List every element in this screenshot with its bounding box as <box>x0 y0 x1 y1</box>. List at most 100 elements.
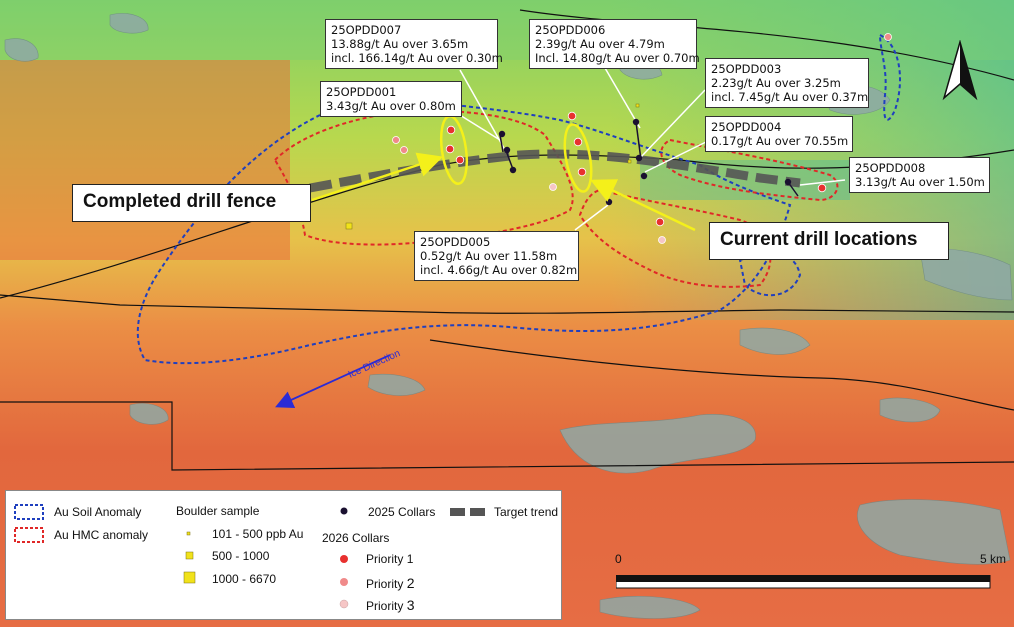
boundary-line <box>0 294 1014 314</box>
scale-bar-start: 0 <box>615 552 622 566</box>
boulder-medium-swatch <box>185 551 194 560</box>
boulder-large-swatch <box>183 571 196 584</box>
callout-hole-id: 25OPDD003 <box>711 62 782 76</box>
callout-hole-id: 25OPDD001 <box>326 85 397 99</box>
callout-result: Incl. 14.80g/t Au over 0.70m <box>535 51 700 65</box>
leader-line <box>454 111 501 141</box>
collar-2026-priority-1 <box>655 217 665 227</box>
collar-2026-priority-1 <box>577 167 587 177</box>
callout-result: 2.23g/t Au over 3.25m <box>711 76 841 90</box>
legend-soil-anomaly: Au Soil Anomaly <box>54 505 142 519</box>
lake <box>559 414 756 474</box>
priority-prefix: Priority <box>366 599 404 613</box>
boulder-sample-medium <box>345 222 353 230</box>
au-hmc-anomaly-outline-east <box>578 188 772 288</box>
boulder-small-swatch <box>186 531 191 536</box>
callout-25opdd003: 25OPDD003 2.23g/t Au over 3.25m incl. 7.… <box>705 58 869 108</box>
lake <box>129 403 169 425</box>
priority-3-swatch <box>339 599 349 609</box>
target-trend-line <box>309 149 801 193</box>
callout-hole-id: 25OPDD005 <box>420 235 491 249</box>
priority-prefix: Priority <box>366 552 404 566</box>
leader-line <box>644 139 711 173</box>
callout-25opdd004: 25OPDD004 0.17g/t Au over 70.55m <box>705 116 853 152</box>
target-trend-swatch <box>450 508 490 516</box>
current-drill-ellipse <box>563 123 593 193</box>
callout-25opdd007: 25OPDD007 13.88g/t Au over 3.65m incl. 1… <box>325 19 503 69</box>
lake <box>599 596 701 619</box>
lake <box>4 38 39 62</box>
collar-2025 <box>632 118 640 126</box>
collar-2026-priority-1 <box>817 183 827 193</box>
legend-hmc-anomaly: Au HMC anomaly <box>54 528 149 542</box>
leader-line <box>604 67 641 129</box>
drill-trace <box>499 134 504 153</box>
annotation-arrows <box>311 152 696 232</box>
callout-result: 3.13g/t Au over 1.50m <box>855 175 985 189</box>
scale-bar-graphic <box>616 575 991 589</box>
callout-result: 2.39g/t Au over 4.79m <box>535 37 665 51</box>
callout-result: 0.52g/t Au over 11.58m <box>420 249 558 263</box>
priority-number: 2 <box>406 575 415 591</box>
leader-line <box>459 69 506 151</box>
callout-hole-id: 25OPDD008 <box>855 161 926 175</box>
priority-prefix: Priority <box>366 577 404 591</box>
hmc-anomaly-swatch <box>14 527 44 543</box>
lake <box>857 499 1011 565</box>
callout-hole-id: 25OPDD004 <box>711 120 782 134</box>
leader-line <box>574 204 609 231</box>
legend-target-trend: Target trend <box>494 505 559 519</box>
priority-number: 1 <box>406 552 414 566</box>
scale-bar: 0 5 km <box>604 548 1014 598</box>
completed-drill-fence-label: Completed drill fence <box>72 184 311 222</box>
legend-boulder-class: 101 - 500 ppb Au <box>212 527 304 541</box>
completed-fence-arrow <box>311 152 444 202</box>
collar-2026-priority-1 <box>445 144 455 154</box>
boundary-line <box>0 401 1014 471</box>
callout-25opdd005: 25OPDD005 0.52g/t Au over 11.58m incl. 4… <box>414 231 579 281</box>
legend-priority-2: Priority 2 <box>366 575 414 591</box>
map-left-hotspot <box>0 60 290 260</box>
boulder-sample-small <box>635 103 640 108</box>
lake <box>109 13 149 34</box>
collar-2026-priority-1 <box>446 125 456 135</box>
collar-2026-priority-1 <box>455 155 465 165</box>
collar-2026-priority-2 <box>884 33 892 41</box>
leader-line <box>639 89 706 159</box>
north-arrow <box>942 40 978 101</box>
callout-result: 3.43g/t Au over 0.80m <box>326 99 456 113</box>
callout-result: incl. 7.45g/t Au over 0.37m <box>711 90 869 104</box>
current-drill-arrow-upper <box>590 179 696 232</box>
collar-2025 <box>605 198 613 206</box>
legend-2026-collars: 2026 Collars <box>322 531 390 545</box>
callout-25opdd008: 25OPDD008 3.13g/t Au over 1.50m <box>849 157 990 193</box>
map-top-band <box>0 0 1014 60</box>
legend-priority-1: Priority 1 <box>366 552 413 566</box>
scale-bar-end: 5 km <box>980 552 1007 566</box>
lake <box>367 373 426 396</box>
callout-hole-id: 25OPDD006 <box>535 23 606 37</box>
legend-boulder-class: 500 - 1000 <box>212 549 270 563</box>
leader-line <box>799 179 846 186</box>
lake <box>919 248 1013 301</box>
boundary-line <box>519 9 1014 81</box>
legend-boulder-class: 1000 - 6670 <box>212 572 277 586</box>
au-hmc-anomaly-outline-ne <box>660 138 839 202</box>
legend-priority-3: Priority 3 <box>366 597 414 613</box>
collar-2026-priority-2 <box>400 146 408 154</box>
callout-25opdd001: 25OPDD001 3.43g/t Au over 0.80m <box>320 81 462 117</box>
priority-2-swatch <box>340 578 348 586</box>
legend-boulder-title: Boulder sample <box>176 504 260 518</box>
collar-2025 <box>509 166 517 174</box>
collars-2025 <box>498 118 792 206</box>
collar-2025-swatch <box>340 507 348 515</box>
collar-2026-priority-1 <box>567 111 577 121</box>
collar-2025 <box>784 178 792 186</box>
collar-2025 <box>640 172 648 180</box>
boulder-sample-small <box>627 159 632 164</box>
collar-2026-priority-2 <box>392 136 400 144</box>
boundary-line <box>429 339 1014 411</box>
collar-2025 <box>635 154 643 162</box>
lake <box>879 397 941 423</box>
collar-2026-priority-3 <box>549 183 557 191</box>
